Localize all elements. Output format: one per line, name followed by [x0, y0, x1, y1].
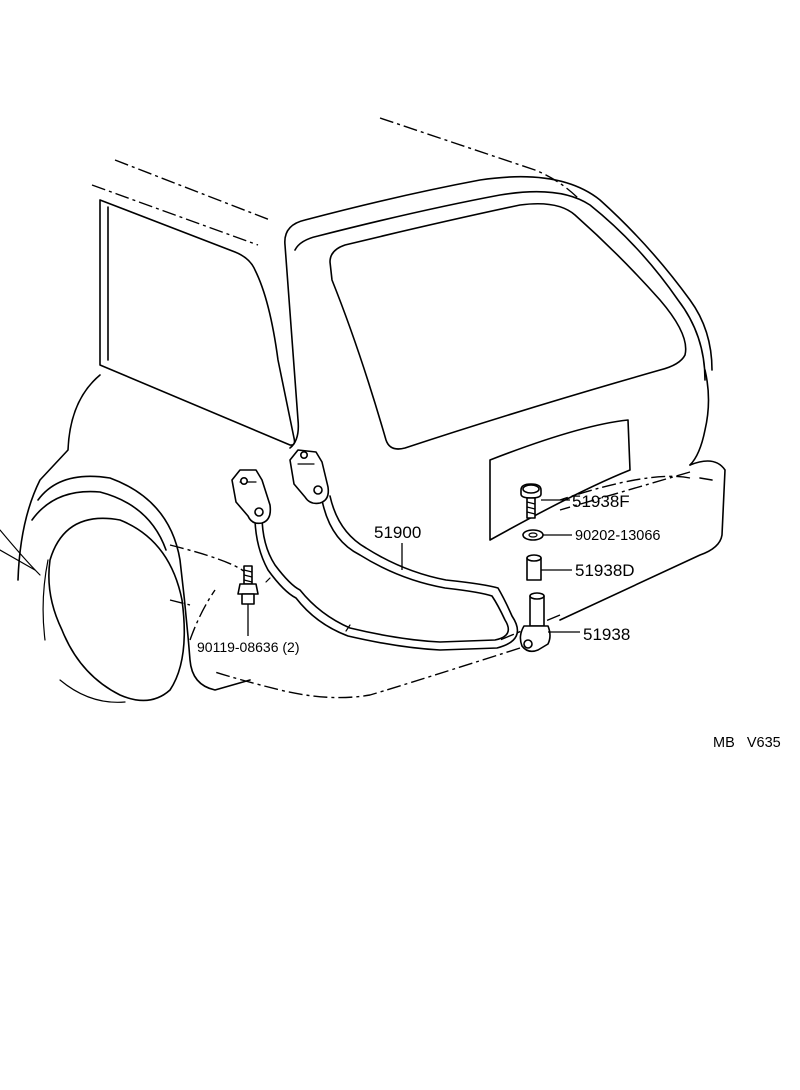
- label-51938D: 51938D: [575, 561, 635, 580]
- stud-bolt-90119-08636: [237, 565, 259, 636]
- diagram-code: MB V635: [713, 735, 781, 751]
- hanger-51938: [519, 592, 580, 653]
- washer-hose-51900: [254, 495, 519, 651]
- hose-bracket-left: [231, 469, 272, 525]
- label-51938: 51938: [583, 625, 630, 644]
- label-51900: 51900: [374, 523, 421, 542]
- bolt-51938F: [520, 483, 570, 519]
- label-90119-08636: 90119-08636 (2): [197, 639, 299, 655]
- collar-51938D: [526, 554, 572, 581]
- body-edge-line: [559, 471, 691, 511]
- washer-90202-13066: [522, 529, 572, 541]
- label-51938F: 51938F: [572, 492, 630, 511]
- label-90202-13066: 90202-13066: [575, 528, 660, 544]
- vehicle-body-outline: [0, 117, 726, 703]
- hose-bracket-right: [289, 449, 330, 505]
